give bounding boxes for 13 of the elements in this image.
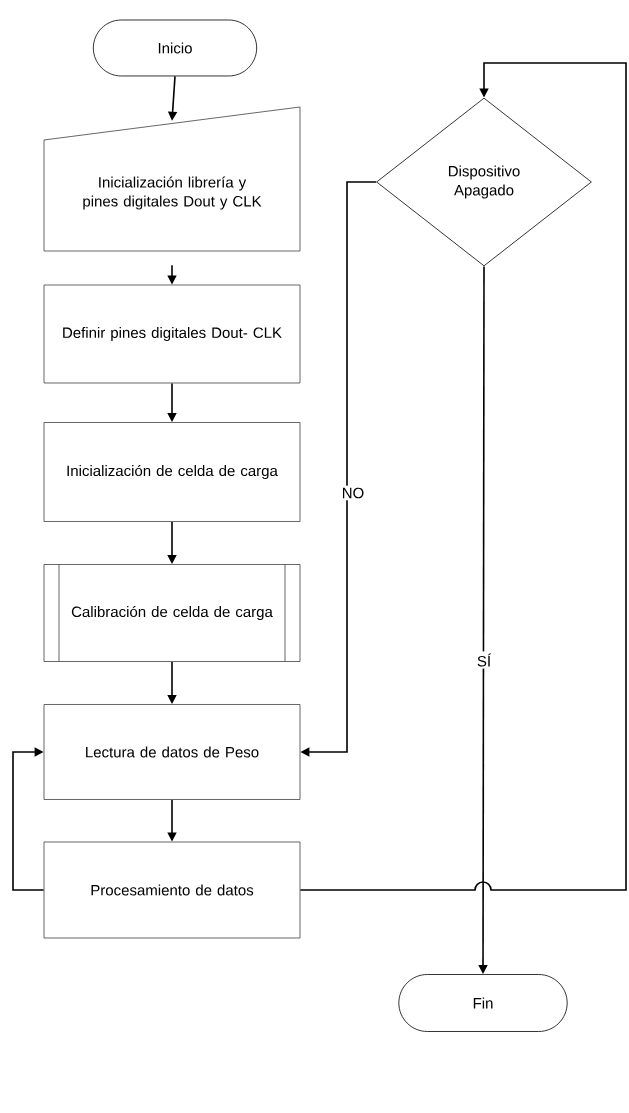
subprocess-box: Calibración de celda de carga bbox=[43, 564, 301, 662]
arrow bbox=[167, 521, 177, 564]
arrow bbox=[299, 62, 627, 891]
process-box: Definir pines digitales Dout- CLK bbox=[43, 284, 301, 384]
edge-label: NO bbox=[339, 485, 367, 501]
process-box: Lectura de datos de Peso bbox=[43, 704, 301, 800]
process-box: Procesamiento de datos bbox=[43, 841, 301, 939]
arrow bbox=[12, 747, 45, 891]
process-box: Inicialización de celda de carga bbox=[43, 422, 301, 522]
edge-label: SÍ bbox=[474, 651, 494, 669]
arrow bbox=[167, 661, 177, 704]
manual-input-box: Inicialización librería y pines digitales Dout y CLK bbox=[43, 106, 301, 252]
arrow bbox=[167, 382, 177, 422]
